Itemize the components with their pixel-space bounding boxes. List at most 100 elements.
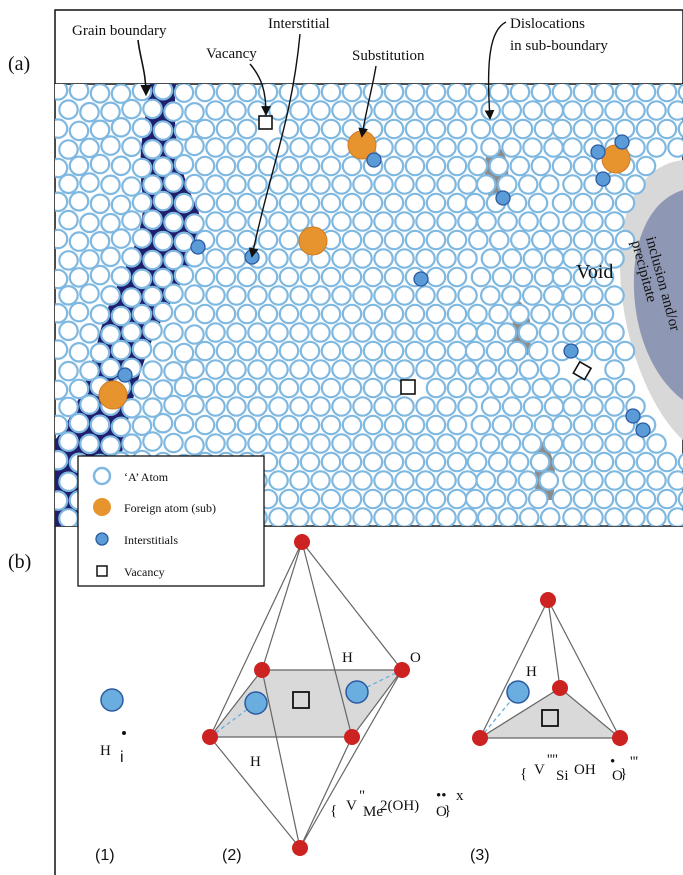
a-atom [173, 120, 195, 141]
a-atom [79, 394, 100, 415]
a-atom [205, 285, 226, 306]
a-atom [236, 155, 258, 177]
a-atom [635, 118, 657, 140]
a-atom [341, 84, 363, 103]
a-atom [664, 525, 670, 526]
a-atom [583, 100, 604, 121]
a-atom [121, 433, 142, 454]
a-atom [278, 229, 300, 251]
a-atom [331, 100, 352, 121]
a-atom [562, 470, 583, 491]
a-atom [226, 359, 247, 380]
formula3-sup2: ''' [630, 754, 638, 770]
a-atom [142, 174, 163, 195]
a-atom [506, 192, 528, 214]
a-atom [509, 84, 531, 103]
a-atom [583, 507, 604, 526]
a-atom [539, 359, 561, 380]
a-atom [580, 525, 586, 526]
a-atom [362, 192, 384, 214]
dislocations-label-line1: Dislocations [510, 16, 585, 32]
a-atom [110, 265, 132, 287]
a-atom [415, 470, 436, 491]
a-atom [551, 192, 573, 214]
a-atom [562, 174, 583, 195]
legend-foreign-label: Foreign atom (sub) [124, 501, 216, 515]
a-atom [184, 394, 205, 416]
diagram-3-number: (3) [470, 847, 490, 864]
panel-b-label: (b) [8, 551, 31, 573]
a-atom [562, 322, 583, 343]
a-atom [593, 229, 615, 251]
a-atom [341, 488, 363, 510]
a-atom [489, 377, 510, 399]
a-atom [152, 301, 174, 323]
a-atom [194, 192, 216, 214]
a-atom [415, 174, 436, 195]
panel-a-label: (a) [8, 53, 30, 75]
a-atom [604, 285, 625, 306]
a-atom [467, 84, 489, 103]
formula2-sub2: O [436, 804, 447, 820]
a-atom [491, 266, 513, 288]
a-atom [643, 525, 649, 526]
a-atom [446, 155, 468, 177]
a-atom [55, 339, 69, 360]
a-atom [457, 470, 478, 491]
a-atom [425, 229, 447, 251]
a-atom [289, 100, 310, 121]
a-atom [268, 322, 289, 343]
formula3-dot: • [610, 754, 615, 770]
a-atom [320, 488, 342, 510]
a-atom [466, 451, 488, 473]
a-atom [572, 377, 594, 399]
a-atom [394, 507, 415, 526]
a-atom [635, 155, 657, 177]
a-atom [58, 99, 79, 120]
a-atom [383, 303, 405, 325]
a-atom [142, 139, 163, 160]
a-atom [268, 174, 289, 195]
a-atom [142, 209, 163, 230]
a-atom [173, 192, 195, 214]
a-atom [539, 507, 561, 526]
octahedral-defect-diagram: H O H { V " Me 2(OH) •• O } x (2) [202, 534, 464, 864]
a-atom [425, 155, 447, 177]
a-atom [352, 470, 373, 491]
a-atom [436, 433, 457, 454]
a-atom [436, 322, 457, 343]
a-atom [79, 283, 100, 304]
a-atom [226, 322, 247, 343]
octahedron-label-h-bottom: H [250, 754, 261, 770]
a-atom [383, 155, 405, 177]
a-atom [583, 211, 604, 232]
a-atom [79, 101, 100, 123]
a-atom [131, 379, 153, 400]
a-atom [593, 414, 615, 436]
a-atom [205, 396, 226, 417]
a-atom [289, 507, 310, 526]
a-atom [433, 525, 439, 526]
a-atom [551, 414, 573, 436]
a-atom [55, 84, 69, 101]
a-atom [415, 248, 436, 269]
interstitial-atom [244, 249, 260, 265]
a-atom [257, 303, 279, 325]
a-atom [58, 250, 79, 271]
a-atom [226, 100, 247, 121]
a-atom [100, 324, 121, 345]
a-atom [391, 525, 397, 526]
a-atom [79, 249, 100, 270]
a-atom [341, 377, 363, 399]
a-atom [604, 507, 625, 526]
a-atom [677, 452, 683, 472]
a-atom [110, 155, 132, 177]
a-atom [299, 451, 321, 473]
a-atom [55, 228, 69, 250]
a-atom [215, 192, 237, 214]
a-atom [404, 414, 426, 436]
a-atom [352, 507, 373, 526]
a-atom [512, 266, 534, 288]
a-atom [341, 229, 363, 251]
a-atom [110, 84, 132, 104]
